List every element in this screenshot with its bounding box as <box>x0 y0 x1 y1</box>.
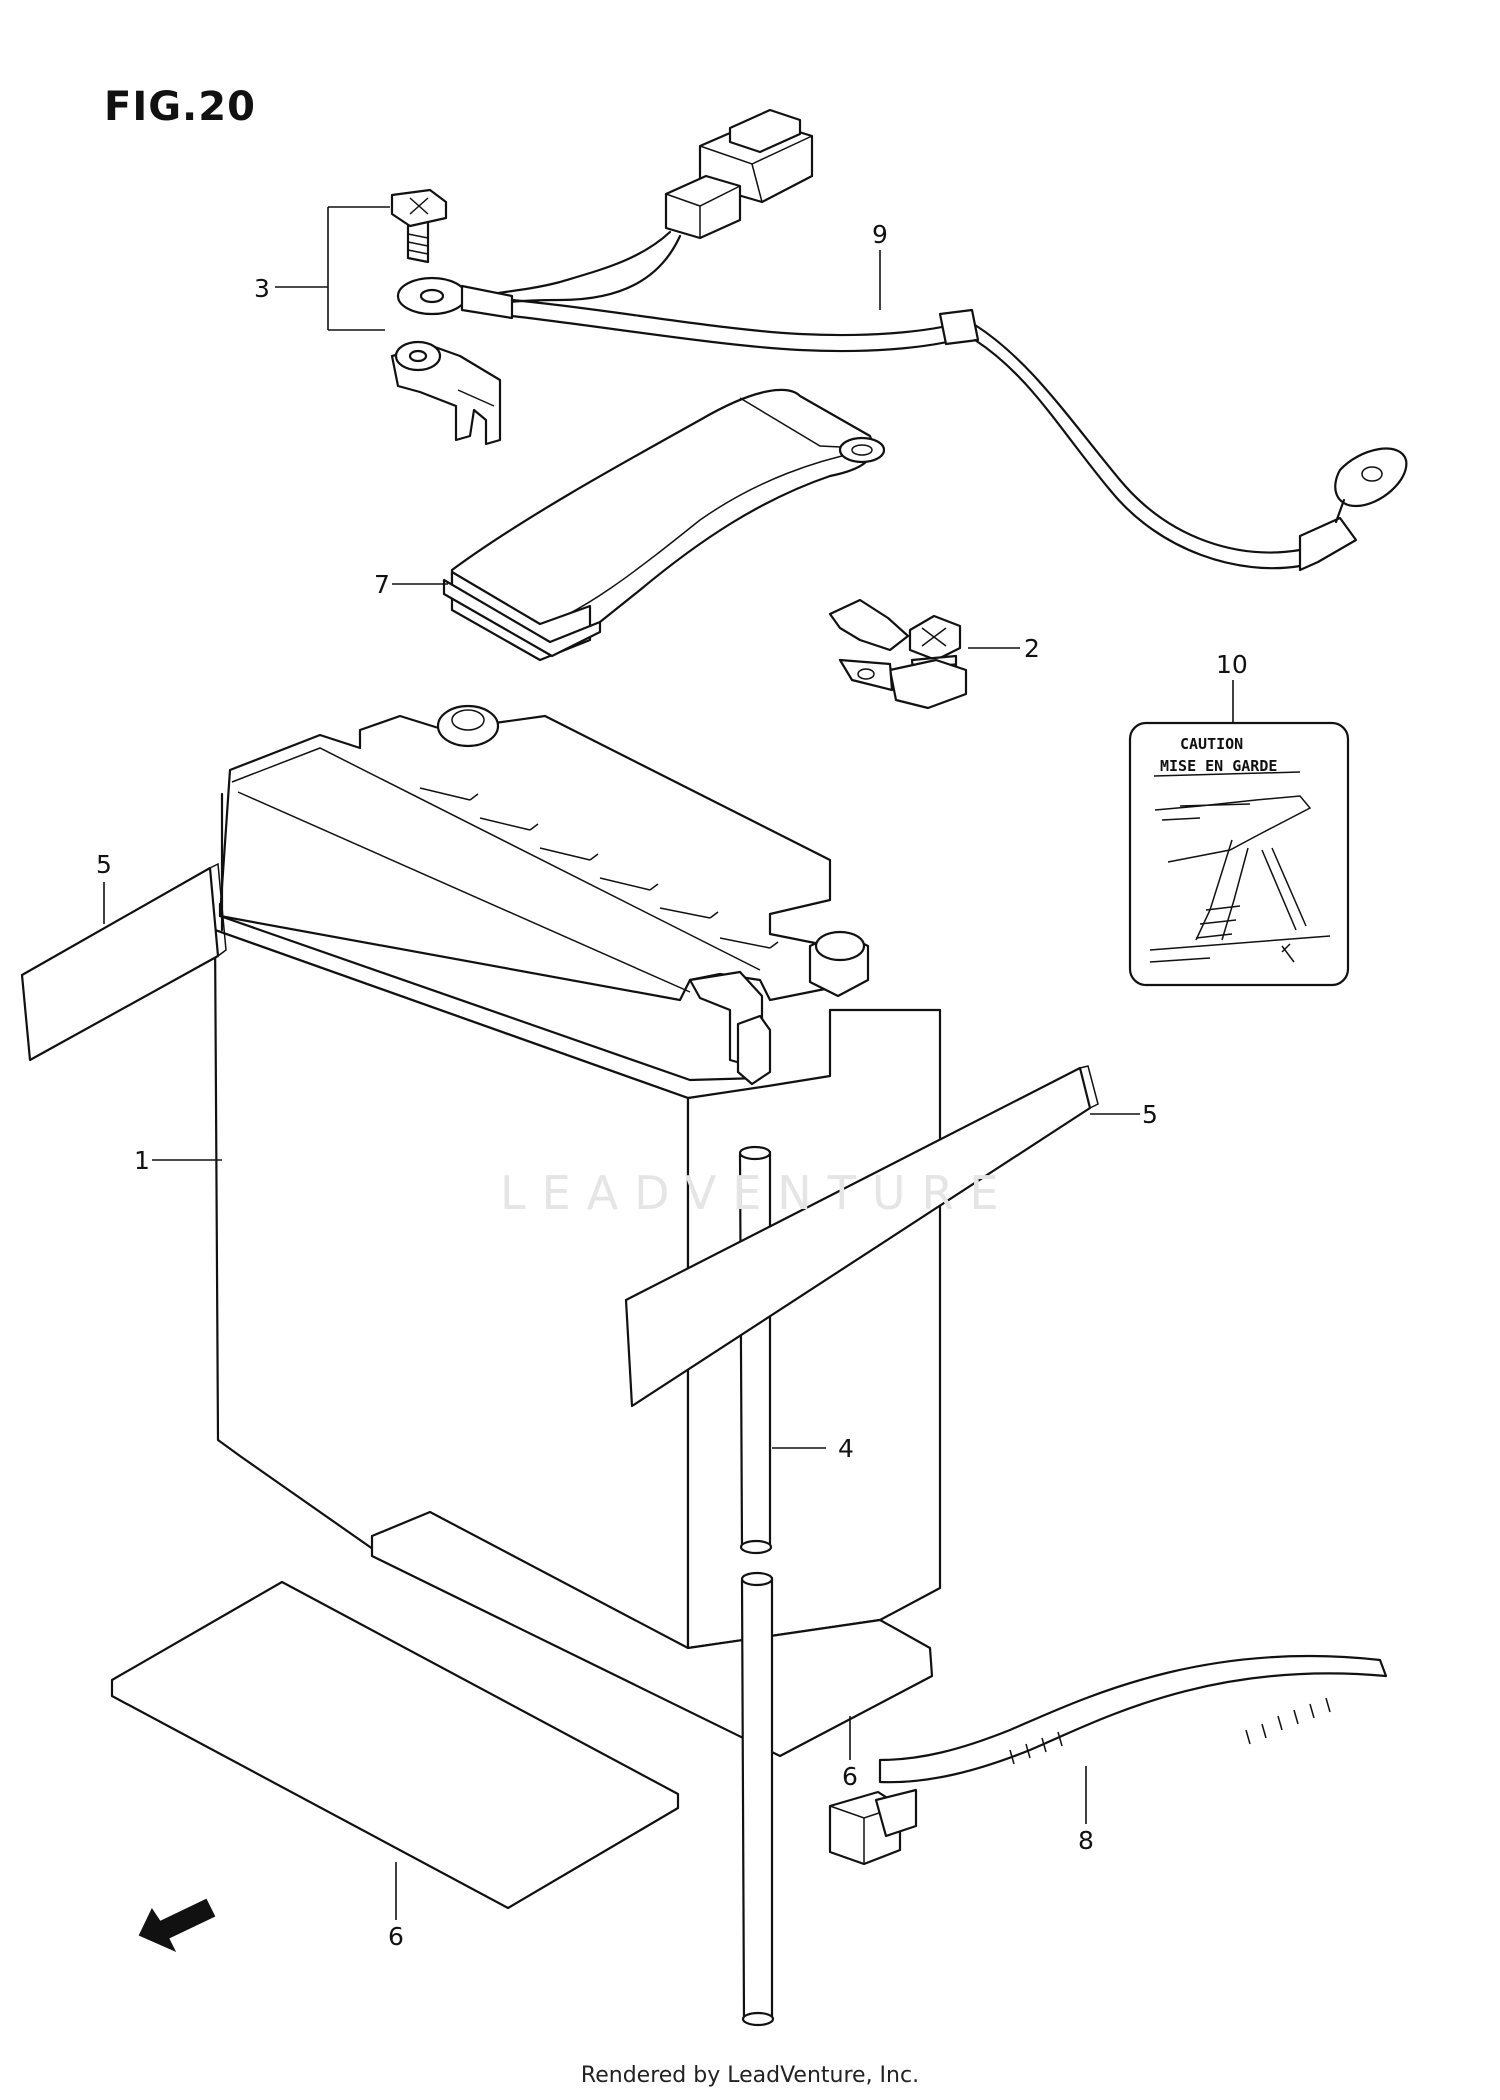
callout-1: 1 <box>134 1146 150 1175</box>
caution-label-line2: MISE EN GARDE <box>1160 757 1278 775</box>
callout-2: 2 <box>1024 634 1040 663</box>
clamp-bolt-part <box>828 598 968 710</box>
plate-upper-part <box>370 1510 934 1758</box>
plate-lower-part <box>110 1580 680 1910</box>
callout-9: 9 <box>872 220 888 249</box>
battery-band-part <box>442 388 886 662</box>
callout-6-lower: 6 <box>388 1922 404 1951</box>
callout-7: 7 <box>374 570 390 599</box>
callout-8: 8 <box>1078 1826 1094 1855</box>
callout-4: 4 <box>838 1434 854 1463</box>
cable-tie-part <box>828 1654 1388 1866</box>
pad-right-part <box>624 1065 1099 1408</box>
footer-credit: Rendered by LeadVenture, Inc. <box>580 2063 920 2088</box>
watermark: LEADVENTURE <box>500 1166 1015 1220</box>
lead-wire-part <box>396 108 1408 572</box>
front-direction-arrow-icon <box>138 1898 216 1953</box>
callout-5-left: 5 <box>96 850 112 879</box>
breather-hose-lower-part <box>740 1571 775 2027</box>
callout-5-right: 5 <box>1142 1100 1158 1129</box>
pad-left-part <box>20 862 227 1062</box>
caution-label-part <box>1128 721 1350 987</box>
figure-title: FIG.20 <box>104 84 256 130</box>
terminal-set-part <box>390 188 502 446</box>
callout-10: 10 <box>1216 650 1248 679</box>
callout-6-upper: 6 <box>842 1762 858 1791</box>
callout-3: 3 <box>254 274 270 303</box>
caution-label-line1: CAUTION <box>1180 735 1244 753</box>
